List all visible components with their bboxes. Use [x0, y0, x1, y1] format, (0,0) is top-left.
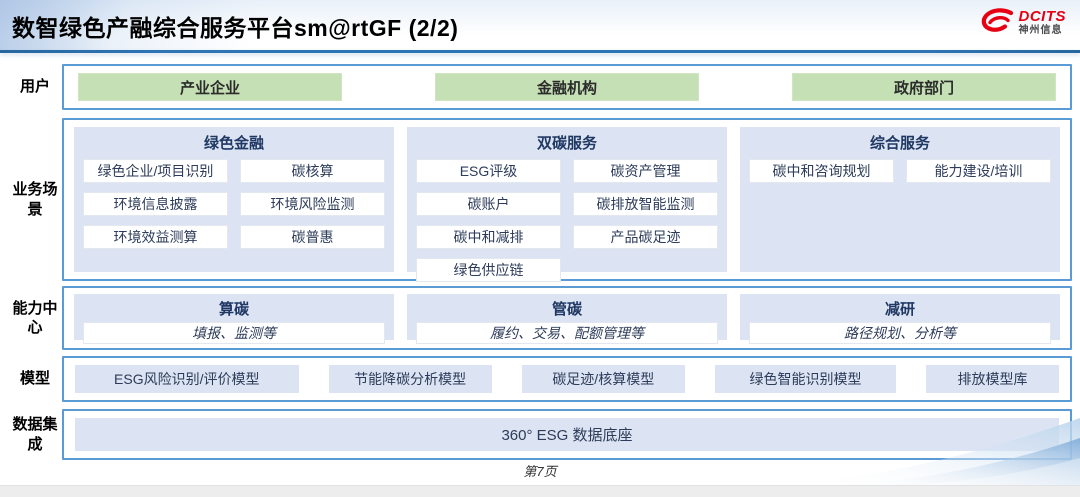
models-container: ESG风险识别/评价模型 节能降碳分析模型 碳足迹/核算模型 绿色智能识别模型 … — [62, 356, 1072, 402]
capability-title: 管碳 — [551, 301, 582, 318]
row-scenarios: 业务场景 绿色金融 绿色企业/项目识别 碳核算 环境信息披露 环境风险监测 环境… — [8, 118, 1072, 282]
scenario-column-title: 双碳服务 — [536, 135, 597, 152]
model-box: 碳足迹/核算模型 — [521, 365, 685, 393]
scenario-item: 环境效益测算 — [83, 225, 228, 249]
capability-title: 减研 — [884, 301, 915, 318]
dcits-logo: DCITS 神州信息 — [979, 8, 1067, 36]
scenario-item: 绿色供应链 — [416, 258, 561, 282]
scenario-item: 碳账户 — [416, 192, 561, 216]
row-scenarios-label-text: 业务场景 — [12, 181, 58, 218]
scenario-column-green-finance: 绿色金融 绿色企业/项目识别 碳核算 环境信息披露 环境风险监测 环境效益测算 … — [74, 127, 394, 272]
row-scenarios-label: 业务场景 — [8, 118, 62, 281]
row-models-label-text: 模型 — [19, 370, 50, 388]
capability-subtitle: 履约、交易、配额管理等 — [416, 322, 718, 344]
user-box-finance: 金融机构 — [434, 73, 700, 101]
row-capabilities-label-text: 能力中心 — [12, 299, 58, 337]
scenario-column-comprehensive: 综合服务 碳中和咨询规划 能力建设/培训 — [740, 127, 1060, 272]
scenario-item: ESG评级 — [416, 159, 561, 183]
scenario-item: 碳中和咨询规划 — [749, 159, 894, 183]
scenarios-container: 绿色金融 绿色企业/项目识别 碳核算 环境信息披露 环境风险监测 环境效益测算 … — [62, 118, 1072, 282]
logo-name: DCITS — [1018, 7, 1066, 25]
logo-subtitle: 神州信息 — [1018, 24, 1063, 36]
user-box-government: 政府部门 — [791, 73, 1056, 101]
row-capabilities: 能力中心 算碳 填报、监测等 管碳 履约、交易、配额管理等 减研 路径规划、分析… — [8, 286, 1072, 350]
model-box: 绿色智能识别模型 — [714, 365, 897, 393]
row-data-label: 数据集成 — [8, 409, 62, 460]
scenario-grid: 绿色企业/项目识别 碳核算 环境信息披露 环境风险监测 环境效益测算 碳普惠 — [83, 159, 385, 249]
capability-title: 算碳 — [218, 301, 249, 318]
data-foundation-box: 360° ESG 数据底座 — [75, 418, 1059, 451]
capability-calc-carbon: 算碳 填报、监测等 — [74, 294, 394, 344]
scenario-column-dual-carbon: 双碳服务 ESG评级 碳资产管理 碳账户 碳排放智能监测 碳中和减排 产品碳足迹… — [407, 127, 727, 282]
scenario-item: 产品碳足迹 — [573, 225, 718, 249]
scenario-column-title: 综合服务 — [869, 135, 930, 152]
logo-text-block: DCITS 神州信息 — [1019, 9, 1067, 36]
model-box: 排放模型库 — [926, 365, 1059, 393]
user-box-industry: 产业企业 — [78, 73, 343, 101]
page-title: 数智绿色产融综合服务平台sm@rtGF (2/2) — [12, 15, 459, 41]
row-capabilities-label: 能力中心 — [8, 286, 62, 350]
scenario-item: 碳中和减排 — [416, 225, 561, 249]
row-data-label-text: 数据集成 — [12, 416, 58, 453]
scenario-column-title: 绿色金融 — [203, 135, 264, 152]
bottom-strip — [0, 485, 1080, 497]
capability-subtitle: 路径规划、分析等 — [749, 322, 1051, 344]
data-integration-container: 360° ESG 数据底座 — [62, 409, 1072, 460]
capability-subtitle: 填报、监测等 — [83, 322, 385, 344]
row-users-label: 用户 — [8, 64, 62, 110]
scenario-grid: ESG评级 碳资产管理 碳账户 碳排放智能监测 碳中和减排 产品碳足迹 绿色供应… — [416, 159, 718, 282]
row-users-label-text: 用户 — [19, 78, 50, 96]
model-box: 节能降碳分析模型 — [328, 365, 492, 393]
header-swoosh-decoration — [0, 0, 1080, 50]
page-number: 第7页 — [523, 464, 557, 479]
scenario-item: 碳排放智能监测 — [573, 192, 718, 216]
row-models-label: 模型 — [8, 356, 62, 402]
scenario-item: 环境信息披露 — [83, 192, 228, 216]
title-divider-line — [0, 50, 1080, 53]
architecture-diagram: 用户 产业企业 金融机构 政府部门 业务场景 绿色金融 绿色企业/项目识别 碳核… — [8, 64, 1072, 460]
dcits-swoosh-icon — [981, 8, 1013, 32]
users-container: 产业企业 金融机构 政府部门 — [62, 64, 1072, 110]
capability-reduce-research: 减研 路径规划、分析等 — [740, 294, 1060, 344]
scenario-item: 环境风险监测 — [240, 192, 385, 216]
scenario-item: 能力建设/培训 — [906, 159, 1051, 183]
row-data-integration: 数据集成 360° ESG 数据底座 — [8, 409, 1072, 460]
scenario-item: 碳资产管理 — [573, 159, 718, 183]
row-users: 用户 产业企业 金融机构 政府部门 — [8, 64, 1072, 110]
capability-manage-carbon: 管碳 履约、交易、配额管理等 — [407, 294, 727, 344]
scenario-grid: 碳中和咨询规划 能力建设/培训 — [749, 159, 1051, 183]
row-models: 模型 ESG风险识别/评价模型 节能降碳分析模型 碳足迹/核算模型 绿色智能识别… — [8, 356, 1072, 402]
scenario-item: 碳普惠 — [240, 225, 385, 249]
model-box: ESG风险识别/评价模型 — [75, 365, 299, 393]
scenario-item: 碳核算 — [240, 159, 385, 183]
scenario-item: 绿色企业/项目识别 — [83, 159, 228, 183]
capabilities-container: 算碳 填报、监测等 管碳 履约、交易、配额管理等 减研 路径规划、分析等 — [62, 286, 1072, 350]
